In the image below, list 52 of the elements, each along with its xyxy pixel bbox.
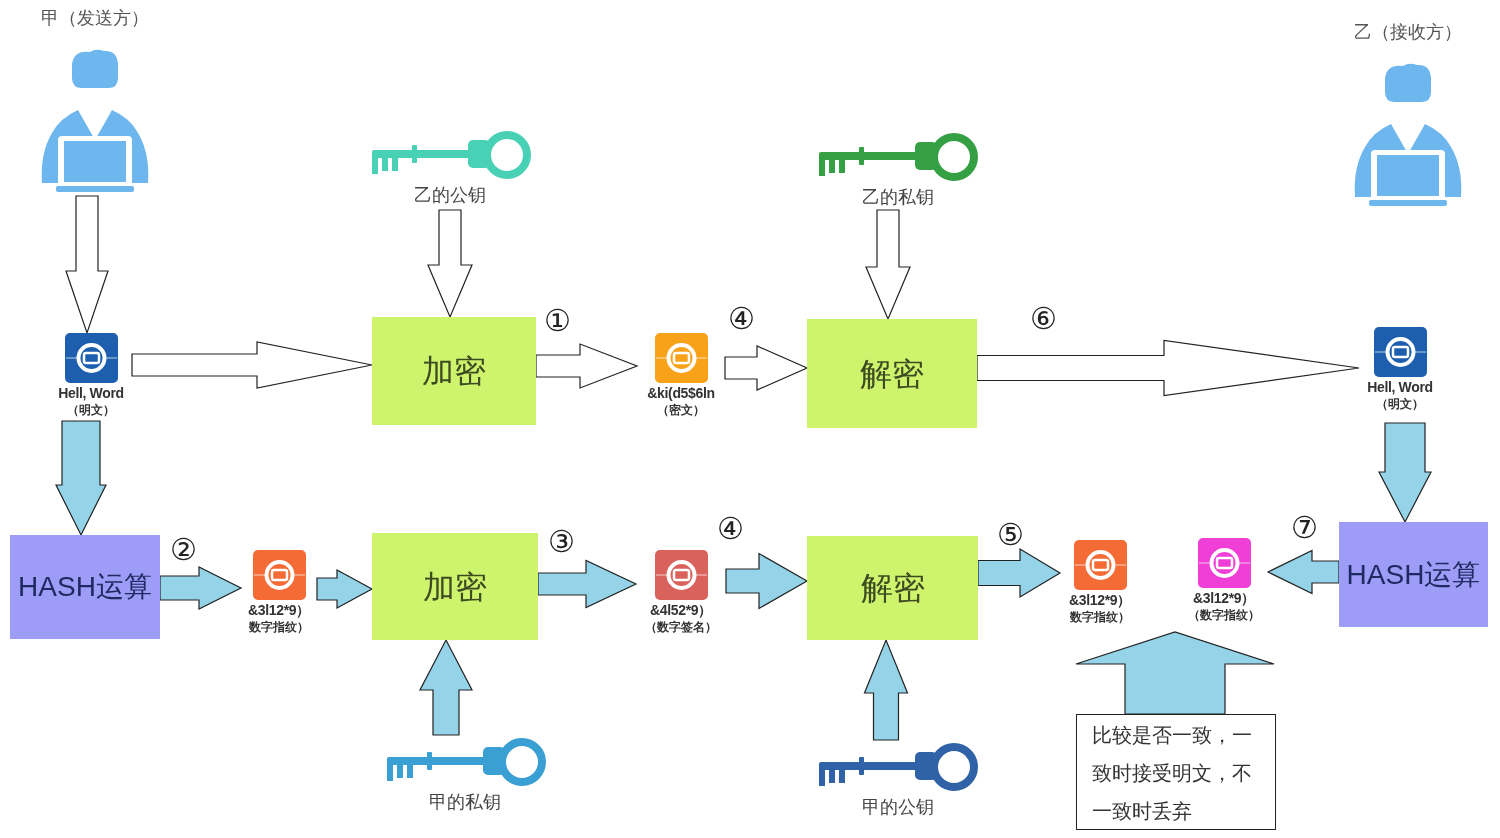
data-label: &3l12*9） (1193, 590, 1255, 607)
data-label: &4l52*9） (650, 602, 712, 619)
data-label: （明文） (1376, 396, 1424, 412)
block-arrow (65, 195, 109, 335)
block-arrow (159, 566, 243, 610)
box-label: HASH运算 (18, 570, 152, 604)
data-label: 数字指纹） (1070, 609, 1130, 625)
block-arrow (865, 209, 911, 321)
step-number: ⑥ (1030, 302, 1057, 336)
block-arrow (131, 341, 373, 389)
role-label: 乙（接收方） (1354, 21, 1462, 44)
block-arrow (537, 559, 638, 609)
step-number: ③ (548, 525, 575, 559)
data-label: &3l12*9） (248, 602, 310, 619)
data-label: （数字指纹） (1188, 607, 1260, 623)
role-label: 甲（发送方） (41, 7, 149, 30)
box-label: 解密 (860, 354, 924, 394)
block-arrow (724, 345, 809, 391)
step-number: ⑦ (1291, 511, 1318, 545)
data-label: &ki(d5$6ln (647, 385, 715, 402)
block-arrow (1266, 549, 1340, 595)
data-label: （明文） (67, 402, 115, 418)
data-label: &3l12*9） (1069, 592, 1131, 609)
box-label: 加密 (422, 352, 486, 391)
step-number: ④ (728, 302, 755, 336)
key-label: 乙的私钥 (861, 186, 934, 209)
block-arrow (976, 339, 1360, 397)
data-label: 数字指纹） (249, 619, 309, 635)
step-number: ④ (717, 512, 744, 546)
block-arrow (535, 343, 639, 389)
step-number: ① (544, 304, 571, 338)
key-label: 乙的公钥 (414, 184, 486, 207)
data-label: （密文） (657, 402, 705, 418)
box-label: HASH运算 (1346, 557, 1481, 592)
data-label: （数字签名） (645, 619, 717, 635)
block-arrow (316, 569, 374, 609)
box-label: 加密 (423, 567, 487, 607)
box-label: 解密 (860, 569, 925, 608)
block-arrow (55, 420, 107, 537)
step-number: ② (170, 533, 197, 567)
block-arrow (977, 547, 1062, 599)
key-label: 甲的私钥 (429, 791, 501, 814)
block-arrow (725, 552, 809, 610)
block-arrow (1378, 422, 1432, 524)
block-arrow (863, 638, 909, 741)
data-label: Hell, Word (1367, 379, 1433, 396)
key-label: 甲的公钥 (861, 796, 934, 819)
block-arrow (427, 209, 473, 319)
note-text: 比较是否一致，一致时接受明文，不一致时丢弃 (1092, 723, 1253, 824)
data-label: Hell, Word (58, 385, 124, 402)
step-number: ⑤ (997, 518, 1024, 552)
block-arrow (419, 638, 473, 736)
